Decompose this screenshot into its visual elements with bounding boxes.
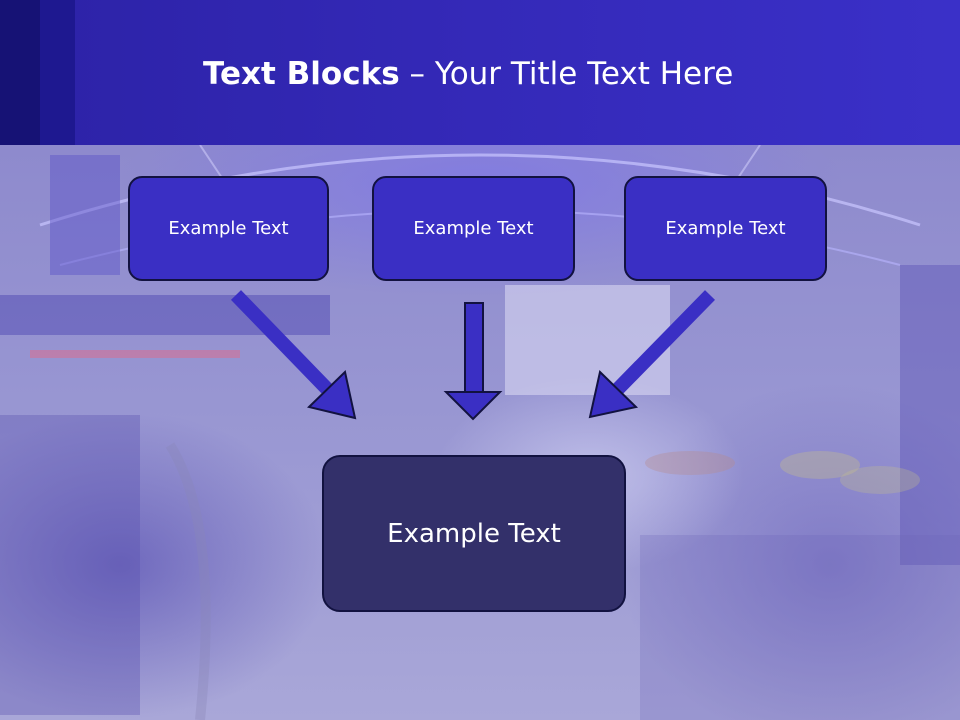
arrow-right bbox=[588, 290, 716, 419]
title-dash: – bbox=[399, 56, 435, 92]
text-block-2[interactable]: Example Text bbox=[372, 176, 575, 281]
text-block-1[interactable]: Example Text bbox=[128, 176, 329, 281]
club-scene-illustration bbox=[0, 145, 960, 720]
text-block-2-label: Example Text bbox=[413, 218, 534, 239]
text-block-3[interactable]: Example Text bbox=[624, 176, 827, 281]
slide-title: Text Blocks – Your Title Text Here bbox=[203, 56, 733, 92]
text-block-3-label: Example Text bbox=[665, 218, 786, 239]
header-accent-inner bbox=[0, 0, 40, 145]
arrow-left bbox=[230, 290, 357, 420]
text-block-main-label: Example Text bbox=[387, 518, 561, 549]
header-band: Text Blocks – Your Title Text Here bbox=[0, 0, 960, 145]
header-accent bbox=[0, 0, 75, 145]
text-block-1-label: Example Text bbox=[168, 218, 289, 239]
arrow-middle bbox=[443, 302, 503, 421]
title-bold: Text Blocks bbox=[203, 56, 400, 92]
title-rest: Your Title Text Here bbox=[434, 56, 734, 92]
text-block-main[interactable]: Example Text bbox=[322, 455, 626, 612]
